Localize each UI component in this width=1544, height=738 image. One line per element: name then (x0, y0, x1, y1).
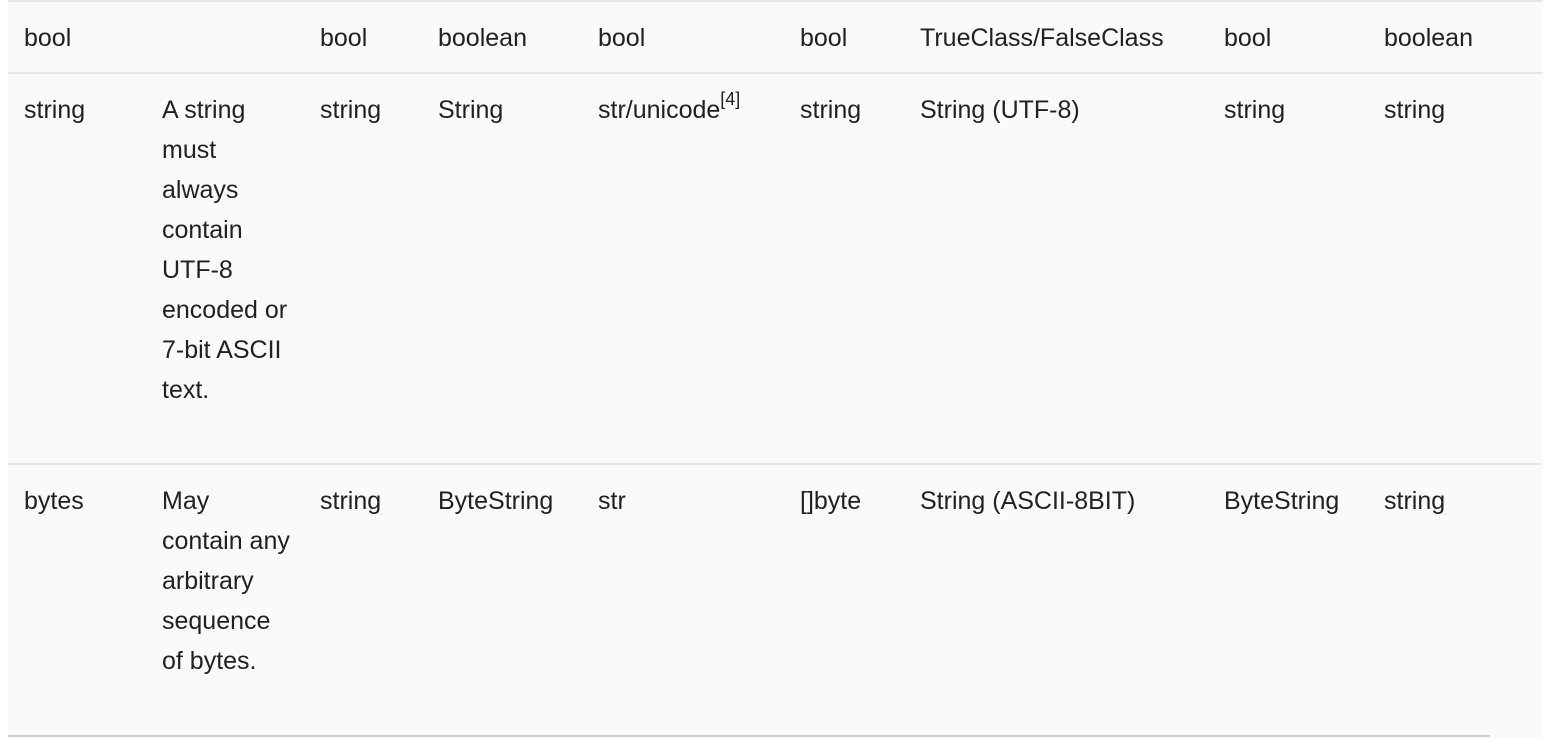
type-cell: string (24, 96, 86, 124)
type-cell: bytes (24, 487, 84, 515)
ruby-type-cell: String (UTF-8) (920, 96, 1080, 124)
python-type-text: str/unicode (598, 96, 721, 124)
go-type-cell: []byte (800, 487, 862, 515)
csharp-type-cell: string (1224, 96, 1286, 124)
python-type-text: str (598, 487, 626, 515)
python-type-cell: bool (582, 1, 784, 73)
footnote-reference-link[interactable]: [4] (720, 88, 741, 109)
ruby-type-cell: TrueClass/FalseClass (920, 24, 1164, 52)
go-type-cell: string (800, 96, 862, 124)
cpp-type-cell: string (320, 96, 382, 124)
csharp-type-cell: bool (1224, 24, 1272, 52)
go-type-cell: bool (800, 24, 848, 52)
java-type-cell: ByteString (438, 487, 554, 515)
java-type-cell: String (438, 96, 504, 124)
php-type-cell: string (1384, 487, 1446, 515)
scalar-types-table-container: bool bool boolean bool bool TrueClass/Fa… (8, 0, 1542, 738)
notes-cell: A string must always contain UTF-8 encod… (162, 96, 288, 404)
table-row: string A string must always contain UTF-… (8, 73, 1542, 464)
php-type-cell: boolean (1384, 24, 1473, 52)
python-type-cell: str (582, 464, 784, 732)
cpp-type-cell: string (320, 487, 382, 515)
python-type-cell: str/unicode[4] (582, 73, 784, 464)
table-row: bool bool boolean bool bool TrueClass/Fa… (8, 1, 1542, 73)
php-type-cell: string (1384, 96, 1446, 124)
type-cell: bool (24, 24, 72, 52)
table-row: bytes May contain any arbitrary sequence… (8, 464, 1542, 732)
table-bottom-border (8, 735, 1490, 737)
scalar-types-table: bool bool boolean bool bool TrueClass/Fa… (8, 0, 1542, 732)
cpp-type-cell: bool (320, 24, 368, 52)
notes-cell (146, 1, 304, 73)
notes-cell: May contain any arbitrary sequence of by… (162, 487, 290, 675)
csharp-type-cell: ByteString (1224, 487, 1340, 515)
python-type-text: bool (598, 24, 646, 52)
java-type-cell: boolean (438, 24, 527, 52)
ruby-type-cell: String (ASCII-8BIT) (920, 487, 1136, 515)
